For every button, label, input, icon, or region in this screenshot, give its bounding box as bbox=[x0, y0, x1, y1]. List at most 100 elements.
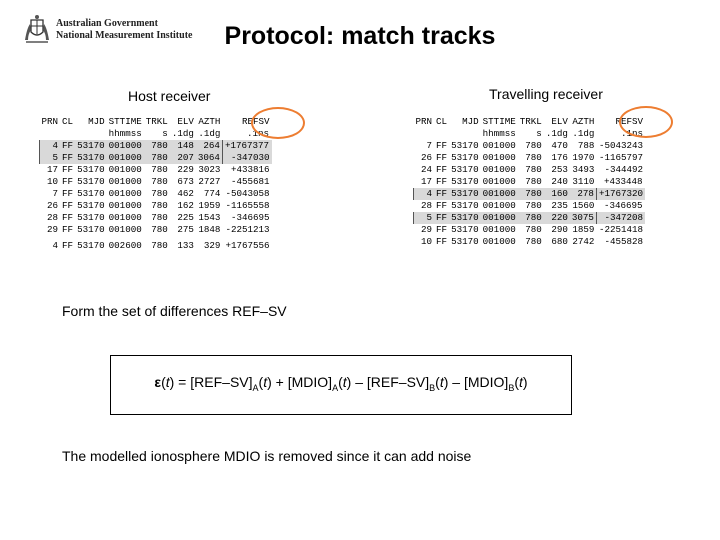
table-cell: 133 bbox=[177, 240, 194, 251]
table-cell: 001000 bbox=[482, 176, 516, 187]
table-cell: 780 bbox=[525, 176, 542, 187]
table-cell: FF bbox=[436, 200, 448, 211]
table-cell: +1767556 bbox=[225, 240, 270, 251]
host-refsv-highlight-ellipse bbox=[251, 107, 305, 139]
table-cell: 225 bbox=[177, 212, 194, 223]
table-cell: -455828 bbox=[604, 236, 644, 247]
eq-equals: = bbox=[174, 374, 191, 390]
table-cell: 235 bbox=[551, 200, 568, 211]
host-receiver-label: Host receiver bbox=[128, 88, 211, 104]
table-cell: FF bbox=[62, 164, 74, 175]
table-cell: 7 bbox=[52, 188, 59, 199]
table-cell: 275 bbox=[177, 224, 194, 235]
column-header: STTIME bbox=[482, 116, 516, 127]
table-cell: 53170 bbox=[451, 236, 479, 247]
table-cell: 4 bbox=[413, 188, 435, 200]
table-cell: 148 bbox=[169, 140, 196, 152]
travelling-receiver-label: Travelling receiver bbox=[489, 86, 603, 102]
table-cell: 160 bbox=[543, 188, 570, 200]
coat-of-arms-icon bbox=[25, 15, 49, 43]
table-cell: FF bbox=[436, 176, 448, 187]
table-cell: 5 bbox=[39, 152, 61, 164]
table-cell: -5043058 bbox=[225, 188, 270, 199]
table-cell: 780 bbox=[151, 188, 168, 199]
table-cell: 001000 bbox=[482, 236, 516, 247]
column-unit bbox=[449, 128, 481, 140]
table-cell: 780 bbox=[525, 152, 542, 163]
table-cell: FF bbox=[436, 152, 448, 163]
logo: Australian Government National Measureme… bbox=[24, 14, 192, 48]
column-header: PRN bbox=[41, 116, 59, 127]
eq-refsv-a: [REF–SV] bbox=[190, 374, 253, 390]
table-cell: 26 bbox=[421, 152, 433, 163]
table-cell: 4 bbox=[52, 240, 59, 251]
table-cell: 462 bbox=[177, 188, 194, 199]
table-cell: 53170 bbox=[77, 240, 105, 251]
table-cell: 3110 bbox=[572, 176, 595, 187]
eq-mdio-b: [MDIO] bbox=[463, 374, 509, 390]
table-cell: 329 bbox=[203, 240, 221, 251]
table-cell: -347030 bbox=[222, 152, 272, 164]
table-cell: 2727 bbox=[198, 176, 221, 187]
table-cell: 53170 bbox=[451, 224, 479, 235]
table-cell: 001000 bbox=[482, 140, 516, 151]
table-cell: -455681 bbox=[230, 176, 270, 187]
travelling-refsv-highlight-ellipse bbox=[619, 106, 673, 138]
column-unit: s bbox=[162, 128, 168, 139]
table-cell: 28 bbox=[421, 200, 433, 211]
table-cell: 680 bbox=[551, 236, 568, 247]
table-cell: 53170 bbox=[77, 224, 105, 235]
table-cell: 1959 bbox=[198, 200, 221, 211]
table-cell: 53170 bbox=[451, 200, 479, 211]
table-cell: FF bbox=[436, 224, 448, 235]
differences-instruction: Form the set of differences REF–SV bbox=[62, 303, 287, 319]
table-cell: 24 bbox=[421, 164, 433, 175]
table-cell: 290 bbox=[551, 224, 568, 235]
table-cell: 780 bbox=[143, 152, 170, 164]
eq-t: t bbox=[342, 374, 347, 390]
equation: ε(t) = [REF–SV]A(t) + [MDIO]A(t) – [REF–… bbox=[154, 374, 528, 393]
slide-title: Protocol: match tracks bbox=[224, 22, 496, 50]
column-header: ELV bbox=[177, 116, 194, 127]
eq-mdio-a: [MDIO] bbox=[287, 374, 333, 390]
column-unit bbox=[75, 128, 107, 140]
table-cell: FF bbox=[60, 140, 76, 152]
table-cell: FF bbox=[62, 200, 74, 211]
column-header: AZTH bbox=[198, 116, 221, 127]
table-cell: 001000 bbox=[480, 188, 518, 200]
table-cell: FF bbox=[62, 188, 74, 199]
table-cell: 001000 bbox=[108, 164, 142, 175]
table-cell: 162 bbox=[177, 200, 194, 211]
table-cell: -2251418 bbox=[598, 224, 644, 235]
table-cell: 780 bbox=[151, 176, 168, 187]
table-cell: 253 bbox=[551, 164, 568, 175]
column-header: CL bbox=[62, 116, 74, 127]
table-cell: 001000 bbox=[108, 176, 142, 187]
table-cell: 53170 bbox=[77, 200, 105, 211]
column-unit bbox=[60, 128, 75, 140]
table-cell: 53170 bbox=[451, 176, 479, 187]
table-cell: 780 bbox=[525, 224, 542, 235]
table-cell: 001000 bbox=[108, 224, 142, 235]
table-cell: FF bbox=[62, 176, 74, 187]
eq-sub-a: A bbox=[332, 382, 339, 393]
table-cell: -1165558 bbox=[225, 200, 270, 211]
table-cell: 4 bbox=[39, 140, 61, 152]
table-cell: 001000 bbox=[106, 140, 144, 152]
table-cell: 176 bbox=[551, 152, 568, 163]
table-cell: 240 bbox=[551, 176, 568, 187]
table-cell: 780 bbox=[517, 188, 544, 200]
table-cell: 53170 bbox=[449, 212, 481, 224]
column-unit: s bbox=[536, 128, 542, 139]
table-cell: 10 bbox=[421, 236, 433, 247]
column-unit bbox=[414, 128, 435, 140]
table-cell: 001000 bbox=[480, 212, 518, 224]
